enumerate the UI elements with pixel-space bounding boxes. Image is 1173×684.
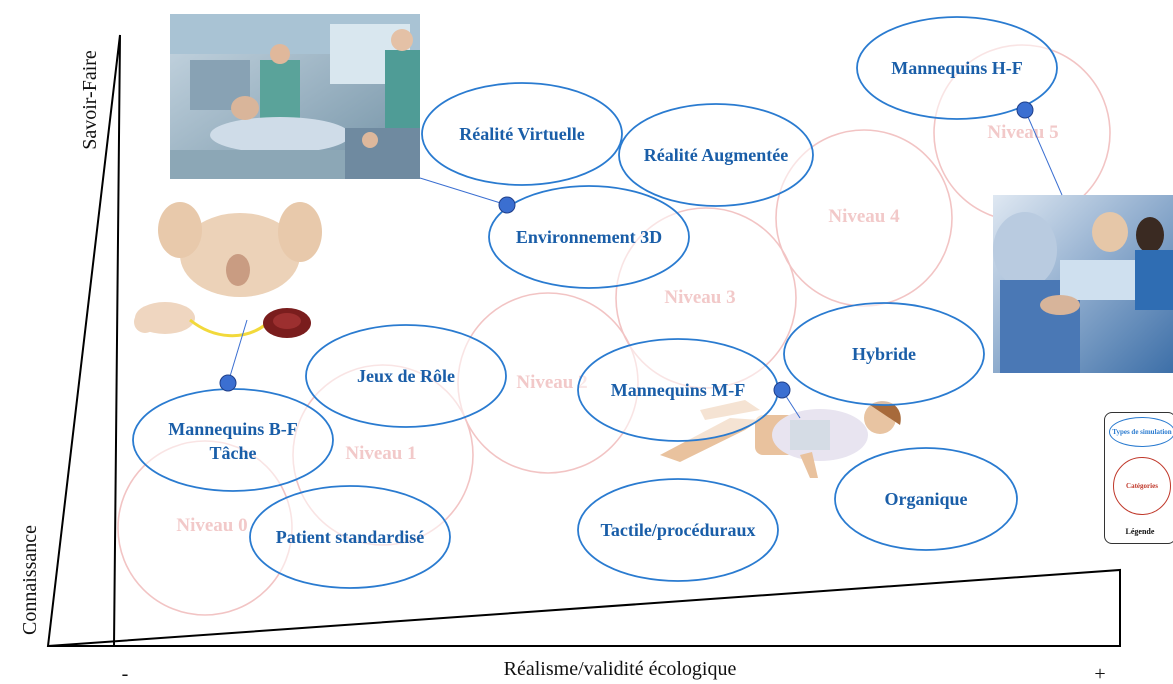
legend: Types de simulation Catégories Légende [1104, 412, 1173, 544]
sim-label-mannequins-mf: Mannequins M-F [611, 380, 746, 400]
x-axis-max: + [1094, 663, 1105, 684]
sim-label-mannequins-hf: Mannequins H-F [891, 58, 1023, 78]
connector-dot-bf [219, 374, 237, 392]
sim-label-jeux-de-role: Jeux de Rôle [357, 366, 455, 386]
sim-label-patient-standardise: Patient standardisé [276, 527, 425, 547]
sim-ellipse-organique [834, 447, 1018, 551]
connector-dots [219, 101, 1034, 399]
sim-label-realite-augmentee: Réalité Augmentée [644, 145, 788, 165]
vr-image-connector [419, 177, 508, 206]
connector-dot-mf [773, 381, 791, 399]
level-label-2: Niveau 2 [516, 372, 587, 393]
level-label-0: Niveau 0 [176, 515, 247, 536]
sim-label-mannequins-bf-line2: Tâche [210, 443, 257, 463]
high-fidelity-mannequin-photo [993, 195, 1173, 373]
x-axis-label: Réalisme/validité écologique [504, 658, 737, 680]
sim-label-realite-virtuelle: Réalité Virtuelle [459, 124, 584, 144]
sim-ellipse-mannequins-bf [132, 388, 334, 492]
sim-label-mannequins-bf: Mannequins B-F [168, 419, 298, 439]
sim-ellipse-patient-standardise [249, 485, 451, 589]
sim-ellipse-realite-augmentee [618, 103, 814, 207]
sim-label-environnement-3d: Environnement 3D [516, 227, 662, 247]
level-label-3: Niveau 3 [664, 287, 735, 308]
sim-label-organique: Organique [884, 489, 967, 509]
sim-ellipse-jeux-de-role [305, 324, 507, 428]
sim-ellipse-tactile [577, 478, 779, 582]
axes: Réalisme/validité écologique - + Savoir-… [19, 34, 1121, 684]
legend-simulation-types: Types de simulation [1109, 417, 1173, 447]
sim-ellipse-realite-virtuelle [421, 82, 623, 186]
level-label-5: Niveau 5 [987, 122, 1058, 143]
legend-categories: Catégories [1113, 457, 1171, 515]
connector-dot-hf [1016, 101, 1034, 119]
low-fidelity-birthing-mannequin-image [134, 202, 322, 338]
x-axis-min: - [122, 663, 129, 684]
level-labels: Niveau 0 Niveau 1 Niveau 2 Niveau 3 Nive… [176, 122, 1058, 536]
sim-ellipse-hybride [783, 302, 985, 406]
low-fi-image-connector [227, 319, 248, 384]
y-axis-bottom-label: Connaissance [19, 525, 41, 635]
level-label-4: Niveau 4 [828, 206, 900, 227]
y-axis-top-label: Savoir-Faire [79, 50, 101, 150]
x-axis-wedge [47, 568, 1121, 647]
sim-ellipse-mannequins-hf [856, 16, 1058, 120]
high-fi-image-connector [1024, 109, 1063, 196]
virtual-reality-delivery-room-image [170, 14, 420, 179]
sim-label-hybride: Hybride [852, 344, 916, 364]
sim-label-tactile: Tactile/procéduraux [600, 520, 755, 540]
sim-ellipse-environnement-3d [488, 185, 690, 289]
legend-title: Légende [1125, 527, 1155, 536]
simulation-ellipses [132, 16, 1058, 589]
simulation-labels: Mannequins H-F Réalité Virtuelle Réalité… [168, 58, 1023, 547]
level-label-1: Niveau 1 [345, 443, 416, 464]
connector-dot-3d [498, 196, 516, 214]
